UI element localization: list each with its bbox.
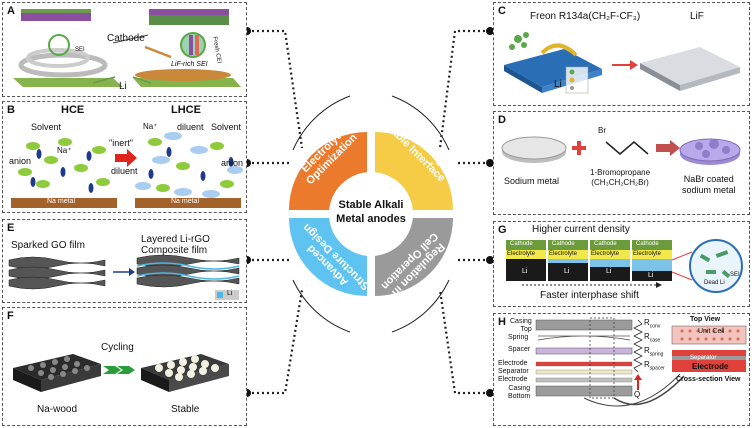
lif-sei-label: LiF-rich SEI (171, 61, 208, 68)
panel-g-label: G (498, 224, 507, 236)
panel-d: D Br Sodium metal 1-Bromopropane (CH₃CH₂… (493, 111, 750, 215)
sodium-metal-label: Sodium metal (504, 176, 560, 186)
li-g-2: Li (564, 268, 570, 275)
solvent-left-label: Solvent (31, 122, 62, 132)
panel-a: A Cathode SEI Fresh CEI LiF-rich SEI Li (2, 2, 247, 97)
spacer-label: Spacer (508, 346, 531, 353)
panel-e-illustration (8, 254, 240, 300)
panel-h-illustration (535, 317, 747, 407)
electrolyte-2: Electrolyte (549, 251, 578, 257)
cathode-label: Cathode (107, 33, 145, 44)
lif-label: LiF (690, 11, 704, 22)
panel-c: C Freon R134a(CH₂F-CF₃) LiF Li (493, 2, 750, 106)
cathode-4: Cathode (636, 241, 659, 247)
top-view-label: Top View (690, 316, 721, 323)
casing-bottom-label: Casing Bottom (508, 385, 531, 400)
center-title: Stable Alkali Metal anodes (336, 199, 406, 225)
cycling-label: Cycling (101, 342, 134, 353)
li-tag: Li (227, 290, 233, 297)
panel-g-illustration (506, 239, 743, 293)
cross-section-label: Cross-section View (676, 376, 741, 383)
electrolyte-1: Electrolyte (507, 251, 536, 257)
solvent-right-label: Solvent (211, 122, 242, 132)
r-spring-label: Rspring (644, 346, 664, 358)
anion-right-label: anion (221, 158, 244, 168)
panel-a-label: A (7, 5, 15, 17)
faster-shift-label: Faster interphase shift (540, 290, 639, 301)
spring-label: Spring (508, 334, 529, 341)
sparked-go-label: Sparked GO film (11, 240, 85, 251)
sei-g-label: SEI (730, 272, 740, 278)
r-case-label: Rcase (644, 332, 661, 344)
electrolyte-4: Electrolyte (633, 251, 662, 257)
panel-h: H Casing Top Spring Spacer Electrode Sep… (493, 313, 750, 426)
li-g-4: Li (648, 272, 654, 279)
electrolyte-3: Electrolyte (591, 251, 620, 257)
unit-cell-label: Unit Cell (698, 328, 725, 335)
center-diagram: Electrolyte Optimization Constructing a … (286, 100, 456, 328)
panel-e-label: E (7, 222, 15, 234)
electrode-label-1: Electrode (498, 360, 528, 367)
panel-d-label: D (498, 114, 506, 126)
na-right-label: Na⁺ (143, 122, 158, 131)
panel-g: G Higher current density Cathode Cathode (493, 221, 750, 307)
cathode-2: Cathode (552, 241, 575, 247)
panel-b-label: B (7, 104, 15, 116)
panel-f: F Cycling Na-wood Stable (2, 307, 247, 426)
sei-label: SEI (75, 47, 85, 53)
panel-c-label: C (498, 5, 506, 17)
electrode-right-label: Electrode (692, 362, 729, 371)
electrode-label-2: Electrode (498, 376, 528, 383)
anion-left-label: anion (9, 156, 32, 166)
panel-c-illustration (504, 32, 740, 94)
na-left-label: Na⁺ (57, 146, 72, 155)
cathode-3: Cathode (594, 241, 617, 247)
na-wood-label: Na-wood (37, 404, 78, 415)
dead-li-label: Dead Li (704, 280, 725, 286)
panel-a-illustration (13, 9, 241, 87)
na-metal-left: Na metal (47, 198, 76, 205)
quadrant-ring (289, 132, 453, 296)
stable-label: Stable (171, 404, 200, 415)
freon-label: Freon R134a(CH₂F-CF₃) (530, 11, 641, 22)
li-label-c: Li (554, 79, 562, 90)
panel-b-illustration (11, 132, 243, 208)
higher-current-label: Higher current density (532, 224, 630, 235)
li-g-3: Li (606, 268, 612, 275)
bromopropane-label: 1-Bromopropane (CH₃CH₂CH₂Br) (590, 168, 651, 187)
diluent-label: diluent (111, 166, 138, 176)
li-label: Li (119, 81, 127, 92)
panel-h-label: H (498, 316, 506, 328)
panel-f-illustration (13, 354, 229, 392)
li-g-1: Li (522, 268, 528, 275)
r-spacer-label: Rspacer (644, 360, 665, 372)
panel-d-illustration (501, 136, 741, 165)
inert-label: "inert" (109, 138, 133, 148)
br-label: Br (598, 126, 606, 135)
diluent-right-label: diluent (177, 122, 204, 132)
r-conv-label: Rconv (644, 318, 661, 330)
q-label: Q (634, 390, 641, 399)
na-metal-right: Na metal (171, 198, 200, 205)
lhce-label: LHCE (171, 104, 201, 116)
nabr-coated-label: NaBr coated sodium metal (682, 174, 736, 195)
separator-right-label: Separator (690, 355, 717, 361)
cathode-1: Cathode (510, 241, 533, 247)
casing-top-label: Casing Top (510, 318, 532, 333)
hce-label: HCE (61, 104, 85, 116)
separator-label: Separator (498, 368, 529, 375)
panel-f-label: F (7, 310, 14, 322)
layered-label: Layered Li-rGO Composite film (141, 234, 210, 256)
panel-b: B HCE LHCE Solvent Na⁺ anio (2, 101, 247, 213)
panel-e: E Sparked GO film Layered Li-rGO Composi… (2, 219, 247, 303)
